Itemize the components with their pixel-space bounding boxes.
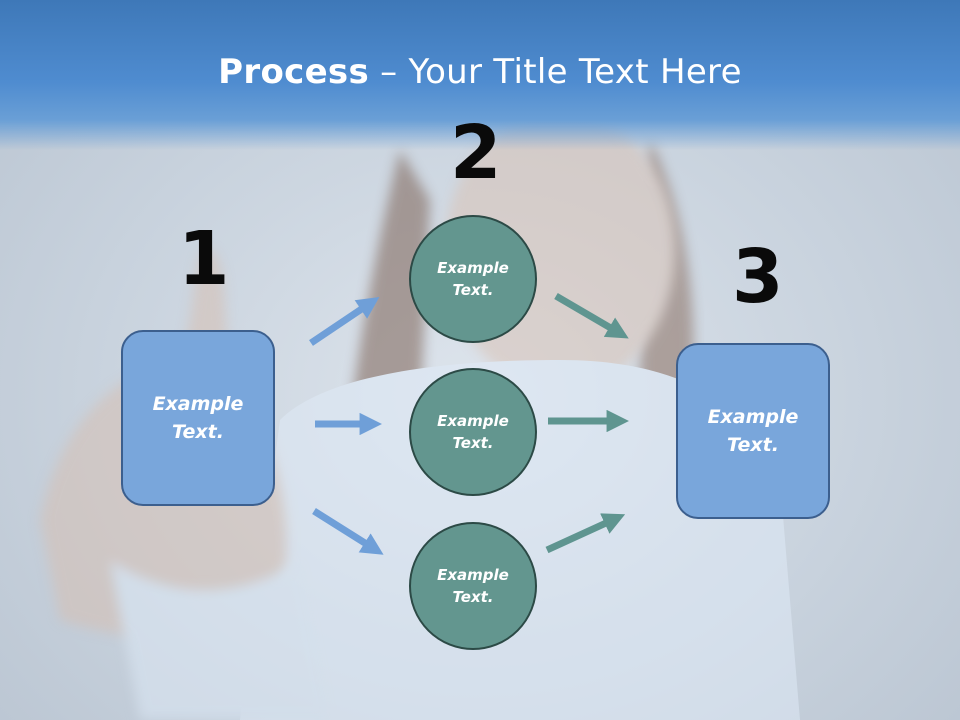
- title-rest: – Your Title Text Here: [369, 52, 742, 92]
- step-number-3: 3: [732, 234, 784, 320]
- step-2-circle-middle: Example Text.: [409, 368, 537, 496]
- step-1-box: Example Text.: [121, 330, 275, 506]
- slide-title: Process – Your Title Text Here: [0, 52, 960, 92]
- arrow-1-to-top: [309, 297, 380, 346]
- arrow-1-to-bottom: [312, 508, 384, 555]
- step-3-label: Example Text.: [707, 405, 799, 457]
- title-bold: Process: [218, 52, 370, 92]
- step-3-box: Example Text.: [676, 343, 830, 519]
- step-2-circle-top: Example Text.: [409, 215, 537, 343]
- step-2-label-middle: Example Text.: [437, 411, 509, 453]
- step-2-label-top: Example Text.: [437, 258, 509, 300]
- arrow-top-to-3: [554, 292, 629, 339]
- title-banner: [0, 0, 960, 150]
- step-1-label: Example Text.: [152, 392, 244, 444]
- arrow-bottom-to-3: [545, 513, 626, 554]
- step-2-label-bottom: Example Text.: [437, 565, 509, 607]
- step-number-1: 1: [178, 216, 230, 302]
- step-2-circle-bottom: Example Text.: [409, 522, 537, 650]
- step-number-2: 2: [450, 110, 502, 196]
